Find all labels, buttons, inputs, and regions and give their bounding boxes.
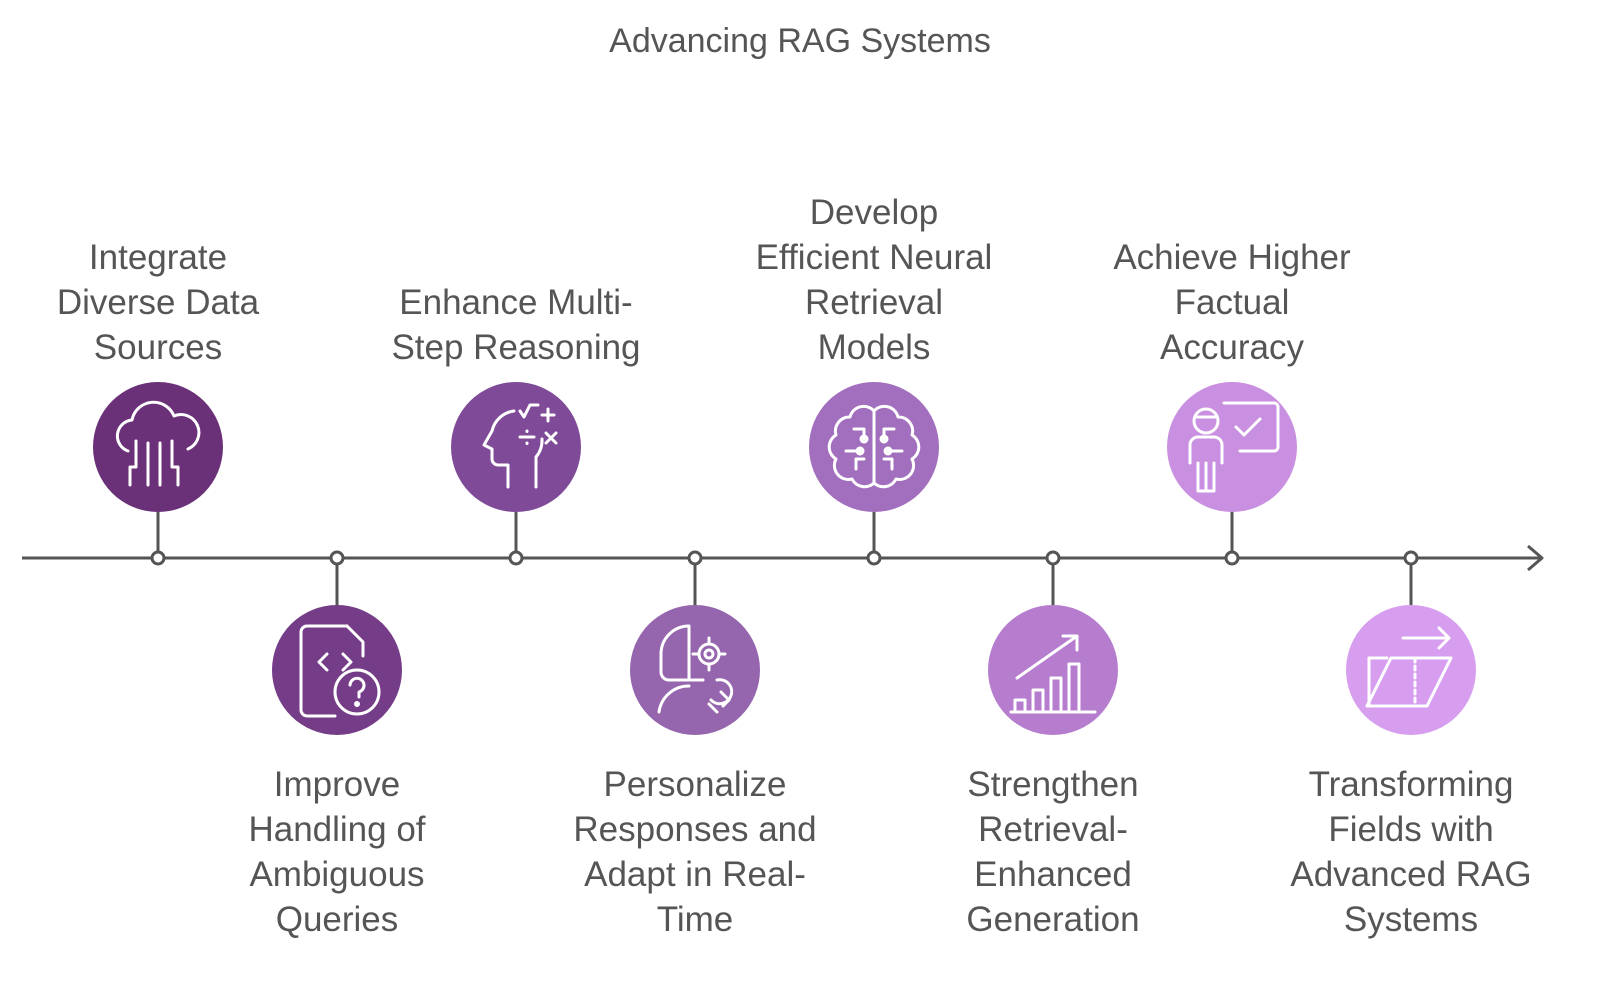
timeline-arrowhead [1527, 544, 1544, 572]
timeline-node [150, 550, 166, 566]
milestone-circle [272, 605, 402, 735]
milestone-label: Enhance Multi- Step Reasoning [391, 283, 641, 367]
timeline-node [329, 550, 345, 566]
growth-chart-icon [1009, 634, 1097, 714]
milestone [451, 382, 581, 566]
timeline-node [1224, 550, 1240, 566]
milestone-circle [1346, 605, 1476, 735]
timeline-node [687, 550, 703, 566]
milestone-label: Transforming Fields with Advanced RAG Sy… [1290, 765, 1532, 939]
milestone [1167, 382, 1297, 566]
transform-shape-icon [1365, 626, 1453, 708]
milestone-circle [451, 382, 581, 512]
milestone-label: Integrate Diverse Data Sources [56, 238, 260, 367]
timeline-node [1403, 550, 1419, 566]
timeline-node [866, 550, 882, 566]
milestone-label: Achieve Higher Factual Accuracy [1113, 238, 1351, 367]
milestone-circle [93, 382, 223, 512]
head-gear-icon [657, 624, 734, 714]
diagram-title: Advancing RAG Systems [609, 22, 991, 60]
milestone [1346, 550, 1476, 735]
code-file-question-icon [299, 624, 381, 718]
milestone [988, 550, 1118, 735]
milestone-label: Develop Efficient Neural Retrieval Model… [755, 193, 993, 367]
milestone-label: Strengthen Retrieval- Enhanced Generatio… [966, 765, 1140, 939]
milestone [630, 550, 760, 735]
milestone [93, 382, 223, 566]
milestone [809, 382, 939, 566]
head-math-icon [482, 403, 558, 489]
timeline-node [1045, 550, 1061, 566]
milestone-label: Personalize Responses and Adapt in Real-… [573, 765, 817, 939]
brain-circuit-icon [827, 404, 921, 489]
milestone-circle [630, 605, 760, 735]
cloud-circuit-icon [115, 400, 201, 487]
timeline-node [508, 550, 524, 566]
presenter-check-icon [1188, 401, 1280, 493]
milestone [272, 550, 402, 735]
milestone-label: Improve Handling of Ambiguous Queries [248, 765, 426, 939]
milestone-circle [988, 605, 1118, 735]
